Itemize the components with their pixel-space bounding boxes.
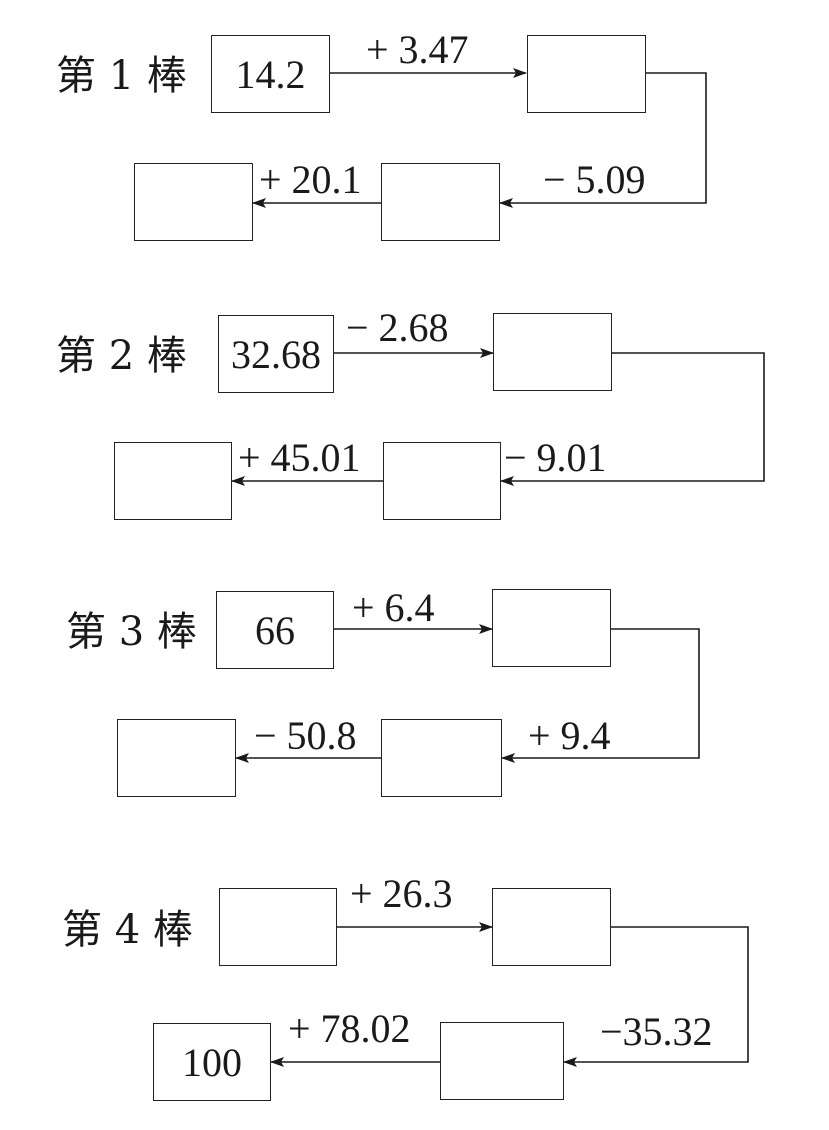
relay-2-arrows bbox=[231, 348, 765, 486]
relay-4-box-2 bbox=[492, 888, 611, 966]
relay-1-start-box: 14.2 bbox=[211, 35, 330, 113]
relay-2-label: 第 2 棒 bbox=[56, 333, 187, 379]
relay-1-label: 第 1 棒 bbox=[56, 53, 187, 99]
relay-4-op-3: + 78.02 bbox=[288, 1006, 411, 1051]
relay-4-arrows bbox=[270, 922, 749, 1067]
relay-4-op-2: −35.32 bbox=[600, 1009, 713, 1054]
relay-1-box-2 bbox=[527, 35, 646, 113]
relay-4-label: 第 4 棒 bbox=[62, 907, 193, 953]
relay-4-end-box: 100 bbox=[153, 1023, 271, 1101]
relay-2-end-box bbox=[114, 442, 232, 520]
relay-1-op-3: + 20.1 bbox=[259, 157, 362, 202]
relay-3-op-2: + 9.4 bbox=[528, 713, 611, 758]
relay-3-label: 第 3 棒 bbox=[66, 609, 197, 655]
relay-1-box-3 bbox=[381, 163, 500, 241]
relay-3-box-2 bbox=[492, 589, 611, 667]
relay-3-start-box: 66 bbox=[216, 591, 334, 669]
relay-3-op-3: − 50.8 bbox=[254, 713, 357, 758]
relay-2-op-2: − 9.01 bbox=[504, 435, 607, 480]
relay-2-box-3 bbox=[383, 442, 501, 520]
relay-3-box-3 bbox=[381, 719, 502, 797]
relay-1-op-2: − 5.09 bbox=[543, 157, 646, 202]
relay-2-box-2 bbox=[493, 313, 612, 391]
relay-4-box-3 bbox=[440, 1022, 564, 1100]
relay-2-start-box: 32.68 bbox=[218, 315, 334, 393]
relay-3-arrows bbox=[235, 624, 700, 763]
relay-2-op-1: − 2.68 bbox=[346, 305, 449, 350]
relay-4-op-1: + 26.3 bbox=[350, 871, 453, 916]
relay-1-end-box bbox=[134, 163, 253, 241]
relay-1-arrows bbox=[252, 68, 707, 208]
relay-1-op-1: + 3.47 bbox=[366, 27, 469, 72]
relay-2-op-3: + 45.01 bbox=[238, 435, 361, 480]
relay-3-op-1: + 6.4 bbox=[352, 585, 435, 630]
relay-4-start-box bbox=[219, 888, 337, 966]
relay-3-end-box bbox=[117, 719, 236, 797]
